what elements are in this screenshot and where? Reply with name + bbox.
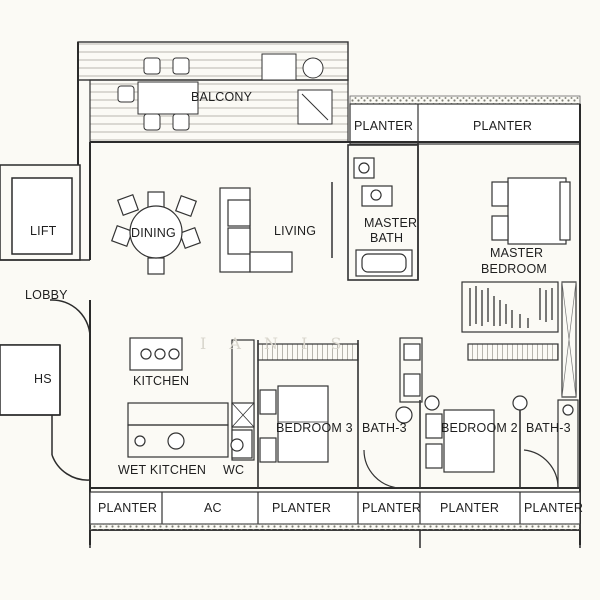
label-kitchen: KITCHEN <box>133 374 190 388</box>
bedroom2-furniture <box>424 343 559 488</box>
label-master-bath-2: BATH <box>370 231 404 245</box>
label-lobby: LOBBY <box>25 288 68 302</box>
label-planter-bottom-1: PLANTER <box>98 501 158 515</box>
master-bedroom-furniture <box>417 142 577 398</box>
dining-table <box>110 191 202 275</box>
bath3-right-fixtures <box>523 399 579 489</box>
label-master-bedroom-2: BEDROOM <box>481 262 547 276</box>
label-ac: AC <box>204 501 222 515</box>
label-balcony: BALCONY <box>191 90 253 104</box>
label-planter-bottom-2: PLANTER <box>272 501 332 515</box>
label-dining: DINING <box>131 226 176 240</box>
label-bath3-right: BATH-3 <box>526 421 571 435</box>
kitchen-fixtures <box>127 337 255 461</box>
bedroom3-furniture <box>257 340 359 488</box>
label-planter-bottom-3: PLANTER <box>362 501 422 515</box>
watermark: I A N I S <box>200 334 351 353</box>
master-bath-fixtures <box>347 144 419 281</box>
label-planter-top-left: PLANTER <box>354 119 414 133</box>
label-bedroom2: BEDROOM 2 <box>441 421 518 435</box>
living-sofa <box>219 182 333 273</box>
label-lift: LIFT <box>30 224 57 238</box>
label-master-bedroom-1: MASTER <box>490 246 544 260</box>
label-wc: WC <box>223 463 245 477</box>
label-master-bath-1: MASTER <box>364 216 418 230</box>
balcony-area <box>77 41 349 143</box>
label-bedroom3: BEDROOM 3 <box>276 421 353 435</box>
label-planter-top-right: PLANTER <box>473 119 533 133</box>
label-living: LIVING <box>274 224 317 238</box>
label-planter-bottom-5: PLANTER <box>524 501 584 515</box>
bottom-planter-grass <box>89 523 581 531</box>
bottom-planters <box>89 491 581 525</box>
top-planter-grass <box>349 95 581 105</box>
label-hs: HS <box>34 372 52 386</box>
label-bath3-left: BATH-3 <box>362 421 407 435</box>
lift-lobby-hs-walls <box>0 164 91 481</box>
label-wet-kitchen: WET KITCHEN <box>118 463 207 477</box>
bath3-left-fixtures <box>363 337 423 489</box>
label-planter-bottom-4: PLANTER <box>440 501 500 515</box>
